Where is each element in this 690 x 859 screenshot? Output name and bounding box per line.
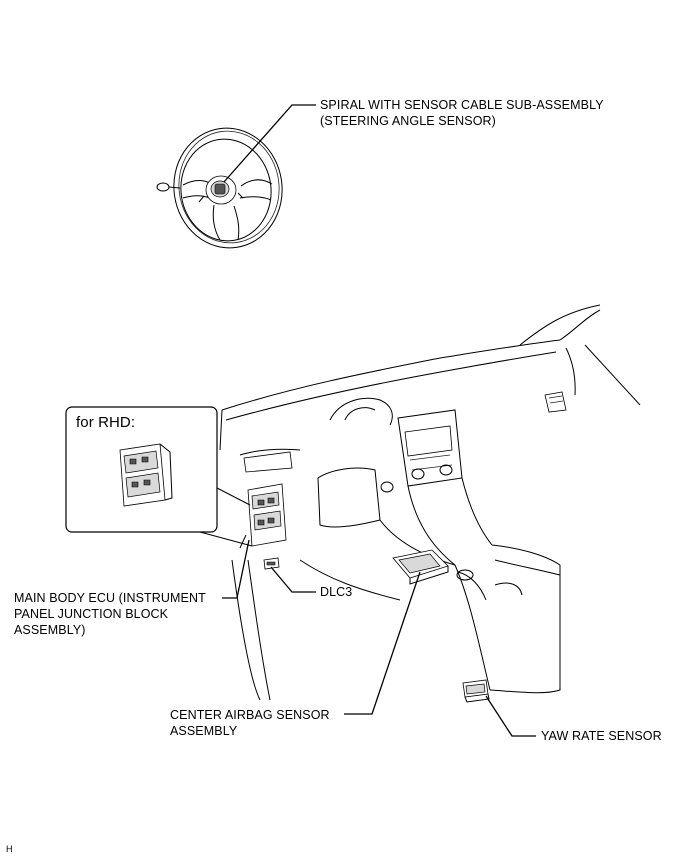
rhd-inset-box [65, 406, 253, 547]
dlc3-label: DLC3 [320, 585, 353, 599]
center-airbag-sensor-part [392, 549, 449, 585]
main-body-ecu-label-line3: ASSEMBLY) [14, 623, 86, 637]
spiral-cable-label-line2: (STEERING ANGLE SENSOR) [320, 114, 496, 128]
main-body-ecu-label-line2: PANEL JUNCTION BLOCK [14, 607, 169, 621]
main-body-ecu-part [239, 483, 287, 549]
center-airbag-label-line1: CENTER AIRBAG SENSOR [170, 708, 330, 722]
spiral-cable-label-line1: SPIRAL WITH SENSOR CABLE SUB-ASSEMBLY [320, 98, 604, 112]
steering-wheel-illustration [156, 127, 283, 249]
yaw-rate-sensor-label: YAW RATE SENSOR [541, 729, 662, 743]
center-airbag-label-line2: ASSEMBLY [170, 724, 238, 738]
rhd-box-label: for RHD: [76, 414, 136, 431]
corner-code-label: H [6, 844, 13, 854]
dlc3-part [263, 557, 280, 570]
leader-lines [222, 104, 536, 737]
yaw-rate-sensor-part [462, 679, 490, 703]
main-body-ecu-label-line1: MAIN BODY ECU (INSTRUMENT [14, 591, 206, 605]
dashboard-illustration [219, 304, 641, 701]
